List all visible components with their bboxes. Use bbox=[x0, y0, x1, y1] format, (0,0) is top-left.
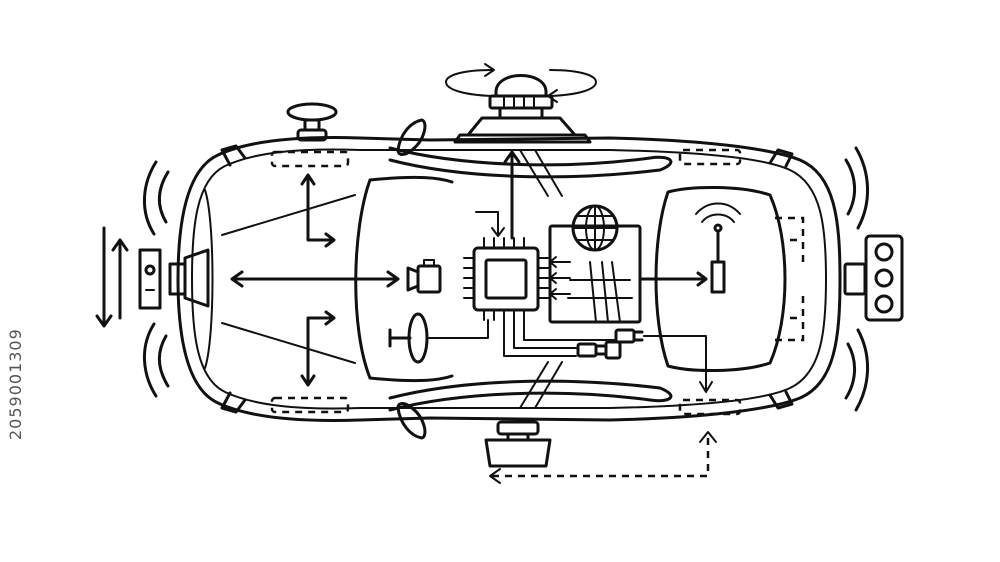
roof-sensor-top-left-icon bbox=[286, 102, 338, 142]
stock-id-watermark: 2059001309 bbox=[6, 328, 25, 440]
rear-window bbox=[654, 185, 787, 373]
trunk-dashed-bracket-bottom bbox=[775, 296, 805, 342]
car-body-outline bbox=[176, 136, 842, 422]
signal-wave-icon bbox=[844, 146, 869, 412]
globe-icon bbox=[548, 204, 642, 324]
sensor-pad-rear-bottom bbox=[678, 398, 742, 416]
wheel-front-top bbox=[220, 144, 247, 167]
trunk-dashed-bracket-top bbox=[775, 216, 805, 262]
roof-sensor-bottom-icon bbox=[484, 420, 552, 468]
roof-side-right bbox=[388, 379, 673, 412]
camera-icon bbox=[406, 259, 442, 294]
antenna-icon bbox=[695, 202, 741, 294]
hood-crease-top bbox=[221, 194, 356, 236]
hood-crease-bottom bbox=[221, 322, 356, 364]
door-line-bottom bbox=[519, 361, 563, 409]
sound-wave-icon bbox=[142, 160, 170, 398]
side-mirror-sensor-icon bbox=[396, 118, 427, 440]
wheel-front-bottom bbox=[220, 391, 247, 414]
sensor-pad-front-top bbox=[270, 150, 350, 168]
wheel-rear-bottom bbox=[768, 390, 794, 410]
data-flow-arrows bbox=[230, 150, 717, 484]
car-body-inner bbox=[191, 148, 827, 410]
cpu-chip-icon bbox=[463, 237, 549, 321]
wheel-rear-top bbox=[768, 148, 794, 168]
rotation-arrows-icon bbox=[445, 63, 597, 103]
connector-plug-icon bbox=[576, 328, 644, 360]
headlight-sensor-icon bbox=[95, 226, 210, 328]
steering-wheel-icon bbox=[388, 312, 429, 364]
door-line-top bbox=[519, 149, 563, 197]
tail-light-cluster-icon bbox=[843, 234, 904, 322]
hood-front-curve bbox=[204, 189, 214, 369]
sensor-pad-front-bottom bbox=[270, 396, 350, 414]
sensor-pad-rear-top bbox=[678, 148, 742, 166]
lidar-sensor-icon bbox=[453, 74, 592, 144]
roof-side-left bbox=[388, 146, 673, 179]
